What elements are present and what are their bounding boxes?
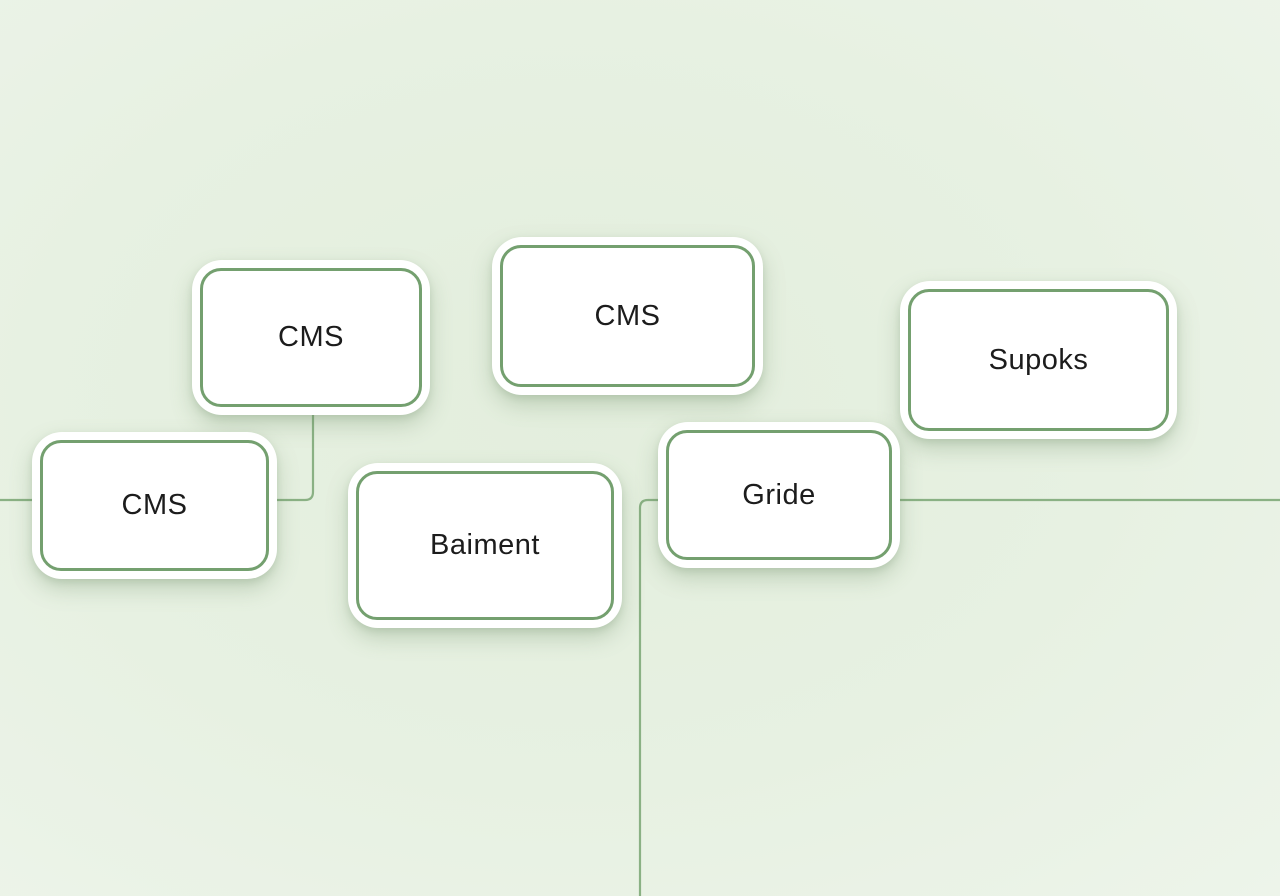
node-label: Supoks [988, 343, 1089, 376]
node-body: Baiment [356, 471, 614, 620]
node-cms-top-left[interactable]: CMS [192, 260, 430, 415]
node-cms-top-middle[interactable]: CMS [492, 237, 763, 395]
node-body: CMS [500, 245, 755, 387]
node-cms-left[interactable]: CMS [32, 432, 277, 579]
node-body: Gride [666, 430, 892, 560]
node-supoks[interactable]: Supoks [900, 281, 1177, 439]
node-body: Supoks [908, 289, 1169, 431]
node-label: CMS [278, 321, 344, 353]
connector-cms-top-left-to-cms-left [272, 415, 315, 502]
node-baiment[interactable]: Baiment [348, 463, 622, 628]
node-body: CMS [200, 268, 422, 407]
node-gride[interactable]: Gride [658, 422, 900, 568]
connector-gride-to-bottom-edge [638, 498, 661, 896]
node-label: Gride [742, 478, 816, 511]
node-body: CMS [40, 440, 269, 571]
node-label: CMS [594, 299, 661, 332]
node-label: Baiment [430, 529, 540, 561]
node-label: CMS [121, 489, 188, 521]
